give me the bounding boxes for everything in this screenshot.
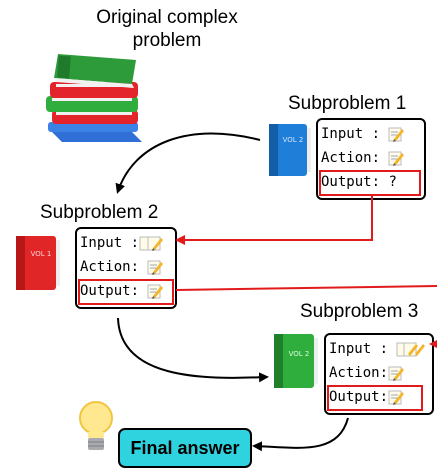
sub2-output-highlight [78,279,174,305]
memo-pencil-icon [147,260,164,275]
memo-pencil-icon [396,342,426,357]
sub3-action-row: Action: [329,362,405,384]
memo-pencil-icon [147,284,164,299]
sub1-output-label: Output: [321,174,381,190]
memo-pencil-icon [388,390,405,405]
arrow-sub3-to-final [252,417,349,452]
red-book-icon: VOL 1 [16,236,60,290]
sub1-action-label: Action: [321,150,381,166]
memo-pencil-icon [388,151,405,166]
subproblem-1-title: Subproblem 1 [288,93,407,114]
lightbulb-icon [79,401,113,450]
sub3-action-label: Action: [329,365,389,381]
subproblem-3-box: Input : Action: Output: [324,333,434,415]
sub3-input-label: Input : [329,341,389,357]
sub2-input-row: Input : [80,232,165,254]
red-arrow-sub2-output-to-sub3-input [175,285,437,291]
sub3-input-row: Input : [329,338,426,360]
red-arrow-sub1-output-to-sub2-input [175,195,373,245]
red-book-label: VOL 1 [31,250,52,258]
memo-pencil-icon [139,236,164,251]
sub1-output-value: ? [388,174,397,190]
green-book-icon: VOL 2 [274,334,318,388]
original-problem-title: Original complex problem [96,7,238,51]
sub1-output-highlight [319,170,421,196]
sub3-output-row: Output: [329,386,405,408]
sub2-action-label: Action: [80,259,140,275]
subproblem-2-box: Input : Action: Output: [75,227,177,309]
sub2-action-row: Action: [80,256,164,278]
sub3-output-highlight [327,385,423,411]
blue-book-icon: VOL 2 [269,124,311,176]
sub1-action-row: Action: [321,147,405,169]
blue-book-label: VOL 2 [283,136,304,144]
sub1-input-row: Input : [321,123,405,145]
sub1-input-label: Input : [321,126,381,142]
subproblem-3-title: Subproblem 3 [300,301,419,322]
sub2-output-row: Output: [80,280,164,302]
arrow-sub1-to-sub2 [115,132,261,194]
sub2-input-label: Input : [80,235,140,251]
subproblem-1-box: Input : Action: Output: ? [316,118,426,200]
final-answer-box: Final answer [118,428,252,468]
books-stack-icon [46,54,142,142]
memo-pencil-icon [388,127,405,142]
arrow-sub2-to-sub3 [117,317,269,383]
subproblem-2-title: Subproblem 2 [40,202,159,223]
sub1-output-row: Output: ? [321,171,397,193]
sub3-output-label: Output: [329,389,389,405]
sub2-output-label: Output: [80,283,140,299]
memo-pencil-icon [388,366,405,381]
green-book-label: VOL 2 [289,350,310,358]
